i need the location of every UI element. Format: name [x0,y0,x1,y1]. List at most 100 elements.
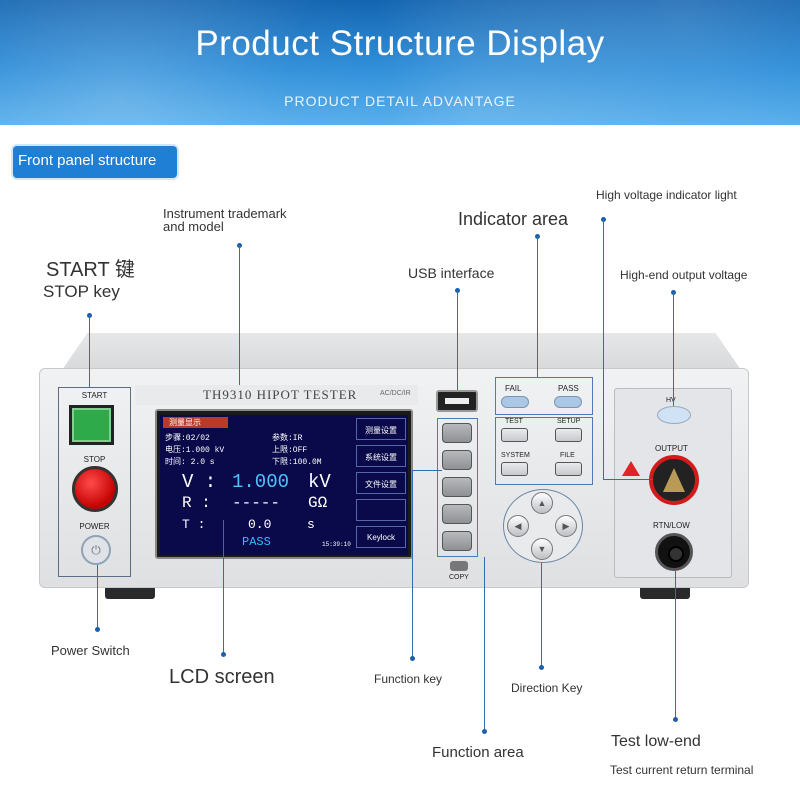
stop-label: STOP [83,455,106,464]
lcd-status: PASS [242,535,271,549]
leader-line-function-key [412,470,413,658]
leader-line-indicator [537,236,538,377]
leader-dot-function-key [410,656,415,661]
leader-line-hv-light [603,219,604,479]
leader-dot-direction [539,665,544,670]
lcd-r-unit: GΩ [308,494,328,512]
output-label: OUTPUT [655,444,688,453]
model-tag: AC/DC/IR [380,390,411,397]
leader-dot-test-low [673,717,678,722]
label-direction-key: Direction Key [511,681,583,695]
leader-hline-function-key [412,470,442,471]
label-test-return: Test current return terminal [610,763,754,777]
file-key[interactable] [555,462,582,476]
test-key[interactable] [501,428,528,442]
leader-line-function-area [484,557,485,731]
lcd-t-unit: s [307,517,315,532]
label-test-low: Test low-end [611,733,701,750]
arrow-left-icon[interactable]: ◀ [507,515,529,537]
lcd-time: 时间: 2.0 s [165,458,215,467]
model-strip: TH9310 HIPOT TESTER [135,385,418,405]
start-label: START [81,391,108,400]
pass-indicator [554,396,582,408]
leader-line-usb [457,290,458,390]
label-indicator-area: Indicator area [458,209,569,229]
arrow-down-icon[interactable]: ▼ [531,538,553,560]
lcd-menu-4 [356,499,406,521]
banner-title: Product Structure Display [195,24,605,63]
setup-key-panel [495,417,593,485]
header-banner: Product Structure Display PRODUCT DETAIL… [0,0,800,125]
power-icon: ⏻ [91,542,101,557]
pass-label: PASS [558,384,579,393]
arrow-right-icon[interactable]: ▶ [555,515,577,537]
lcd-t-value: 0.0 [248,517,272,532]
leader-line-start [89,315,90,387]
leader-line-trademark [239,245,240,385]
label-trademark: Instrument trademark and model [163,206,287,234]
function-key-2[interactable] [442,450,472,470]
function-key-3[interactable] [442,477,472,497]
leader-hline-hv-light [603,479,653,480]
power-button[interactable]: ⏻ [81,535,111,565]
lcd-lower: 下限:100.0M [272,458,322,467]
test-label: TEST [505,418,523,425]
leader-dot-power [95,627,100,632]
leader-line-lcd [223,520,224,654]
lcd-menu-2: 系统设置 [356,445,406,467]
leader-dot-lcd [221,652,226,657]
lcd-r-value: ----- [232,494,281,512]
function-key-4[interactable] [442,504,472,524]
lcd-v-value: 1.000 [232,471,290,493]
label-lcd-screen: LCD screen [169,666,275,688]
function-key-5[interactable] [442,531,472,551]
function-key-1[interactable] [442,423,472,443]
lcd-v-label: V : [182,471,217,493]
lcd-step: 步骤:02/02 [165,434,210,443]
device-foot-right [640,588,690,599]
arrow-up-icon[interactable]: ▲ [531,492,553,514]
stop-button[interactable] [72,466,118,512]
label-function-key: Function key [374,672,443,686]
device-foot-left [105,588,155,599]
leader-dot-function-area [482,729,487,734]
lcd-menu-3: 文件设置 [356,472,406,494]
label-start-key: START 键 [46,259,135,281]
warning-icon [622,461,640,476]
usb-port[interactable] [436,390,478,412]
function-key-panel [437,418,478,557]
section-tag: Front panel structure [13,146,177,178]
start-button[interactable] [69,405,114,445]
lcd-upper: 上限:OFF [272,446,308,455]
leader-line-test-low [675,571,676,719]
fail-indicator [501,396,529,408]
label-hv-output: High-end output voltage [620,268,748,282]
lcd-r-label: R : [182,494,211,512]
lcd-screen: 测量显示 步骤:02/02 参数:IR 电压:1.000 kV 上限:OFF 时… [160,415,408,555]
system-key[interactable] [501,462,528,476]
lcd-clock: 15:39:10 [322,541,351,548]
copy-button[interactable] [450,561,468,571]
label-power-switch: Power Switch [51,643,130,658]
lcd-menu-5: Keylock [356,526,406,548]
lcd-menu-1: 测量设置 [356,418,406,440]
start-stop-panel [58,387,131,577]
label-stop-key: STOP key [43,282,120,301]
leader-line-power [97,565,98,629]
setup-label: SETUP [557,418,581,425]
device-top-cover [60,333,743,373]
system-label: SYSTEM [501,452,530,459]
lcd-v-unit: kV [308,471,331,493]
rtn-low-label: RTN/LOW [653,521,690,530]
lcd-header: 测量显示 [163,417,228,428]
lcd-param: 参数:IR [272,434,303,443]
leader-line-direction [541,563,542,667]
indicator-panel [495,377,593,415]
setup-key[interactable] [555,428,582,442]
label-hv-light: High voltage indicator light [596,188,737,202]
hv-output-terminal[interactable] [649,455,699,505]
rtn-low-terminal[interactable] [655,533,693,571]
hv-indicator-light [657,406,691,424]
lcd-t-label: T : [182,517,206,532]
hv-label: HV [666,397,676,404]
